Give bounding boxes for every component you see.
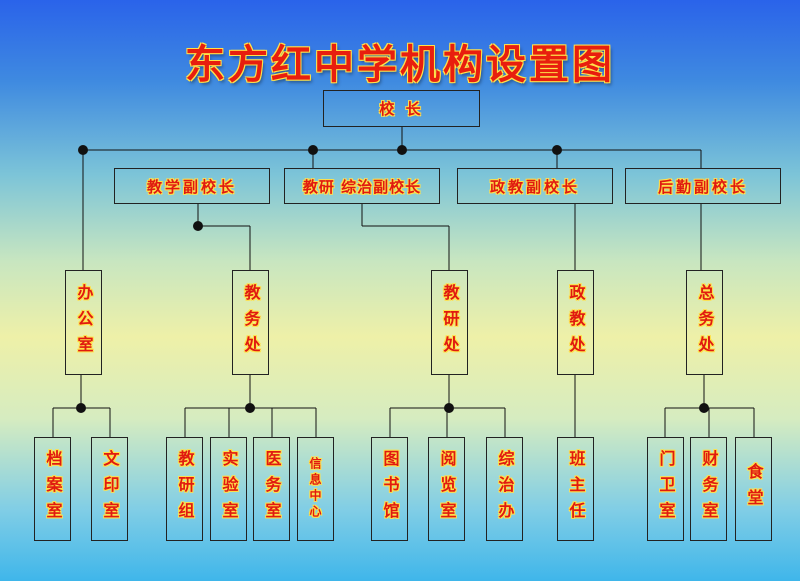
reading-room-box: 阅览室 (428, 437, 465, 541)
research-office-box: 教研处 (431, 270, 468, 375)
office-box: 办公室 (65, 270, 102, 375)
junction-dot (76, 403, 86, 413)
library-box: 图书馆 (371, 437, 408, 541)
canteen-box: 食堂 (735, 437, 772, 541)
lab-box: 实验室 (210, 437, 247, 541)
archives-box: 档案室 (34, 437, 71, 541)
research-group-box: 教研组 (166, 437, 203, 541)
vp-teaching-box: 教学副校长 (114, 168, 270, 204)
junction-dot (193, 221, 203, 231)
junction-dot (444, 403, 454, 413)
junction-dot (245, 403, 255, 413)
finance-room-box: 财务室 (690, 437, 727, 541)
print-room-box: 文印室 (91, 437, 128, 541)
guard-room-box: 门卫室 (647, 437, 684, 541)
junction-dot (397, 145, 407, 155)
security-office-box: 综治办 (486, 437, 523, 541)
info-center-box: 信息中心 (297, 437, 334, 541)
clinic-box: 医务室 (253, 437, 290, 541)
academic-affairs-box: 教务处 (232, 270, 269, 375)
junction-dot (308, 145, 318, 155)
junction-dot (78, 145, 88, 155)
class-teacher-box: 班主任 (557, 437, 594, 541)
vp-research-box: 教研 综治副校长 (284, 168, 440, 204)
political-office-box: 政教处 (557, 270, 594, 375)
general-affairs-box: 总务处 (686, 270, 723, 375)
principal-box: 校 长 (323, 90, 480, 127)
vp-logistics-box: 后勤副校长 (625, 168, 781, 204)
junction-dot (699, 403, 709, 413)
vp-political-box: 政教副校长 (457, 168, 613, 204)
junction-dot (552, 145, 562, 155)
chart-title: 东方红中学机构设置图 (185, 41, 615, 88)
